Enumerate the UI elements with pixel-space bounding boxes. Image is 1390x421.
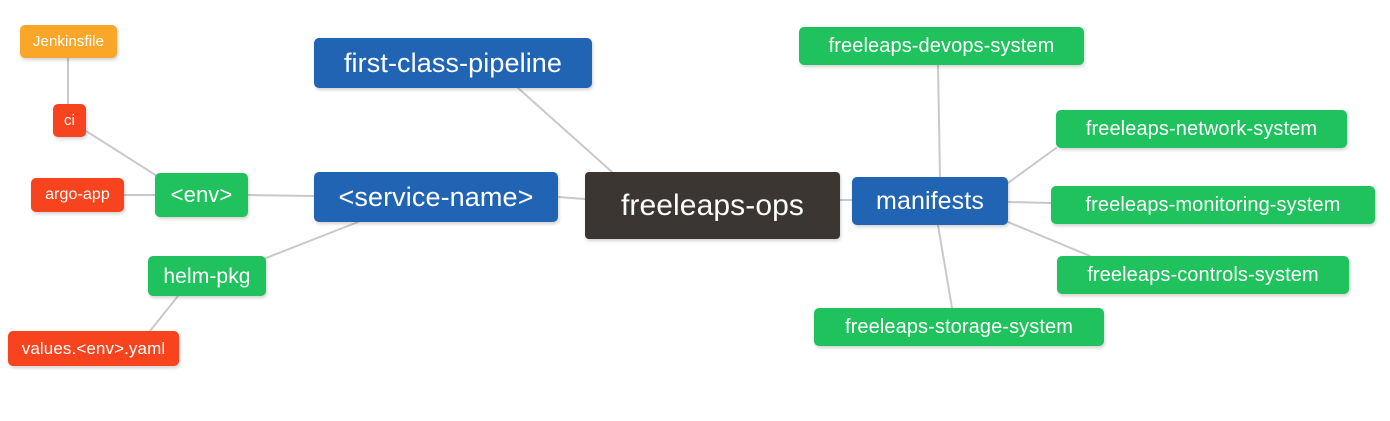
node-service-name[interactable]: <service-name> xyxy=(314,172,558,222)
edge-values-yaml-to-helm-pkg xyxy=(149,295,179,332)
node-ci[interactable]: ci xyxy=(53,104,86,137)
edge-first-class-pipeline-to-freeleaps-ops xyxy=(517,87,613,173)
edge-helm-pkg-to-service-name xyxy=(265,221,359,259)
node-argo-app[interactable]: argo-app xyxy=(31,178,124,212)
node-values-yaml[interactable]: values.<env>.yaml xyxy=(8,331,179,366)
node-freeleaps-monitoring-system[interactable]: freeleaps-monitoring-system xyxy=(1051,186,1375,224)
node-jenkinsfile[interactable]: Jenkinsfile xyxy=(20,25,117,58)
node-manifests[interactable]: manifests xyxy=(852,177,1008,225)
edge-manifests-to-freeleaps-storage-system xyxy=(937,224,953,309)
edge-manifests-to-freeleaps-network-system xyxy=(1007,147,1057,184)
edge-manifests-to-freeleaps-devops-system xyxy=(937,64,941,178)
node-freeleaps-storage-system[interactable]: freeleaps-storage-system xyxy=(814,308,1104,346)
node-freeleaps-ops[interactable]: freeleaps-ops xyxy=(585,172,840,239)
node-helm-pkg[interactable]: helm-pkg xyxy=(148,256,266,296)
edge-ci-to-env xyxy=(85,130,158,177)
node-freeleaps-network-system[interactable]: freeleaps-network-system xyxy=(1056,110,1347,148)
node-freeleaps-devops-system[interactable]: freeleaps-devops-system xyxy=(799,27,1084,65)
edge-env-to-service-name xyxy=(247,194,315,197)
edge-manifests-to-freeleaps-controls-system xyxy=(1007,221,1091,257)
node-first-class-pipeline[interactable]: first-class-pipeline xyxy=(314,38,592,88)
edge-service-name-to-freeleaps-ops xyxy=(557,196,586,200)
node-freeleaps-controls-system[interactable]: freeleaps-controls-system xyxy=(1057,256,1349,294)
edge-manifests-to-freeleaps-monitoring-system xyxy=(1007,201,1052,204)
node-env[interactable]: <env> xyxy=(155,173,248,217)
